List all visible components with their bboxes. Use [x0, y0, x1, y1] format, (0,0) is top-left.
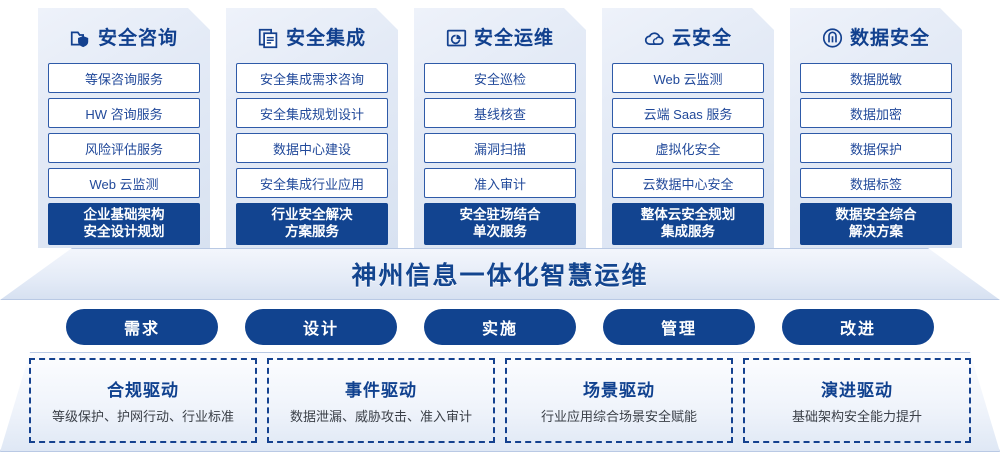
column-header: 云安全	[612, 16, 764, 60]
service-column-security-consulting[interactable]: 安全咨询 等保咨询服务 HW 咨询服务 风险评估服务 Web 云监测 企业基础架…	[38, 8, 210, 248]
fingerprint-icon	[822, 28, 843, 49]
highlight-line-1: 行业安全解决	[271, 207, 353, 223]
service-item[interactable]: 云端 Saas 服务	[612, 98, 764, 128]
service-item[interactable]: Web 云监测	[48, 168, 200, 198]
service-item[interactable]: 风险评估服务	[48, 133, 200, 163]
cloud-icon	[644, 28, 665, 49]
driver-description: 基础架构安全能力提升	[791, 409, 922, 424]
column-highlight-card[interactable]: 数据安全综合 解决方案	[800, 203, 952, 245]
service-columns: 安全咨询 等保咨询服务 HW 咨询服务 风险评估服务 Web 云监测 企业基础架…	[0, 8, 1000, 248]
highlight-line-1: 企业基础架构	[83, 207, 165, 223]
folder-shield-icon	[70, 28, 91, 49]
driver-evolution[interactable]: 演进驱动 基础架构安全能力提升	[743, 358, 971, 443]
highlight-line-1: 整体云安全规划	[640, 207, 736, 223]
column-title: 数据安全	[849, 27, 930, 49]
lifecycle-stage-requirement[interactable]: 需求	[66, 309, 218, 345]
service-item[interactable]: 安全集成需求咨询	[236, 63, 388, 93]
driver-description: 等级保护、护网行动、行业标准	[51, 409, 234, 424]
service-item[interactable]: 安全集成规划设计	[236, 98, 388, 128]
service-column-data-security[interactable]: 数据安全 数据脱敏 数据加密 数据保护 数据标签 数据安全综合 解决方案	[790, 8, 962, 248]
service-item[interactable]: HW 咨询服务	[48, 98, 200, 128]
service-item[interactable]: 数据中心建设	[236, 133, 388, 163]
column-title: 云安全	[671, 27, 732, 49]
drivers-row: 合规驱动 等级保护、护网行动、行业标准 事件驱动 数据泄漏、威胁攻击、准入审计 …	[0, 358, 1000, 443]
service-item[interactable]: 基线核查	[424, 98, 576, 128]
driver-scenario[interactable]: 场景驱动 行业应用综合场景安全赋能	[505, 358, 733, 443]
highlight-line-2: 解决方案	[849, 224, 903, 239]
highlight-line-1: 安全驻场结合	[459, 207, 541, 223]
highlight-line-2: 安全设计规划	[83, 224, 165, 239]
column-title: 安全运维	[473, 27, 554, 49]
column-header: 数据安全	[800, 16, 952, 60]
service-item[interactable]: 数据保护	[800, 133, 952, 163]
service-item[interactable]: 云数据中心安全	[612, 168, 764, 198]
documents-stack-icon	[258, 28, 279, 49]
highlight-line-2: 集成服务	[661, 224, 715, 239]
highlight-line-1: 数据安全综合	[835, 207, 917, 223]
service-item[interactable]: Web 云监测	[612, 63, 764, 93]
column-header: 安全咨询	[48, 16, 200, 60]
column-highlight-card[interactable]: 行业安全解决 方案服务	[236, 203, 388, 245]
column-header: 安全运维	[424, 16, 576, 60]
driver-description: 行业应用综合场景安全赋能	[540, 409, 697, 424]
driver-compliance[interactable]: 合规驱动 等级保护、护网行动、行业标准	[29, 358, 257, 443]
service-column-security-integration[interactable]: 安全集成 安全集成需求咨询 安全集成规划设计 数据中心建设 安全集成行业应用 行…	[226, 8, 398, 248]
driver-title: 合规驱动	[107, 381, 179, 400]
service-item[interactable]: 数据标签	[800, 168, 952, 198]
platform-banner: 神州信息一体化智慧运维	[0, 248, 1000, 300]
driver-title: 场景驱动	[583, 381, 655, 400]
column-header: 安全集成	[236, 16, 388, 60]
lifecycle-stage-management[interactable]: 管理	[603, 309, 755, 345]
column-highlight-card[interactable]: 安全驻场结合 单次服务	[424, 203, 576, 245]
driver-description: 数据泄漏、威胁攻击、准入审计	[289, 409, 472, 424]
service-column-cloud-security[interactable]: 云安全 Web 云监测 云端 Saas 服务 虚拟化安全 云数据中心安全 整体云…	[602, 8, 774, 248]
driver-title: 事件驱动	[345, 381, 417, 400]
lifecycle-stages: 需求 设计 实施 管理 改进	[0, 309, 1000, 345]
column-highlight-card[interactable]: 整体云安全规划 集成服务	[612, 203, 764, 245]
column-highlight-card[interactable]: 企业基础架构 安全设计规划	[48, 203, 200, 245]
service-item[interactable]: 等保咨询服务	[48, 63, 200, 93]
service-column-security-operations[interactable]: 安全运维 安全巡检 基线核查 漏洞扫描 准入审计 安全驻场结合 单次服务	[414, 8, 586, 248]
lifecycle-stage-improvement[interactable]: 改进	[782, 309, 934, 345]
platform-banner-title: 神州信息一体化智慧运维	[351, 262, 649, 290]
column-title: 安全咨询	[97, 27, 178, 49]
service-item[interactable]: 安全集成行业应用	[236, 168, 388, 198]
monitor-chart-icon	[446, 28, 467, 49]
service-item[interactable]: 虚拟化安全	[612, 133, 764, 163]
service-item[interactable]: 数据脱敏	[800, 63, 952, 93]
driver-title: 演进驱动	[821, 381, 893, 400]
service-item[interactable]: 数据加密	[800, 98, 952, 128]
service-item[interactable]: 安全巡检	[424, 63, 576, 93]
lifecycle-stage-implementation[interactable]: 实施	[424, 309, 576, 345]
column-title: 安全集成	[285, 27, 366, 49]
highlight-line-2: 单次服务	[473, 224, 527, 239]
service-item[interactable]: 准入审计	[424, 168, 576, 198]
highlight-line-2: 方案服务	[285, 224, 339, 239]
driver-incident[interactable]: 事件驱动 数据泄漏、威胁攻击、准入审计	[267, 358, 495, 443]
service-item[interactable]: 漏洞扫描	[424, 133, 576, 163]
lifecycle-stage-design[interactable]: 设计	[245, 309, 397, 345]
